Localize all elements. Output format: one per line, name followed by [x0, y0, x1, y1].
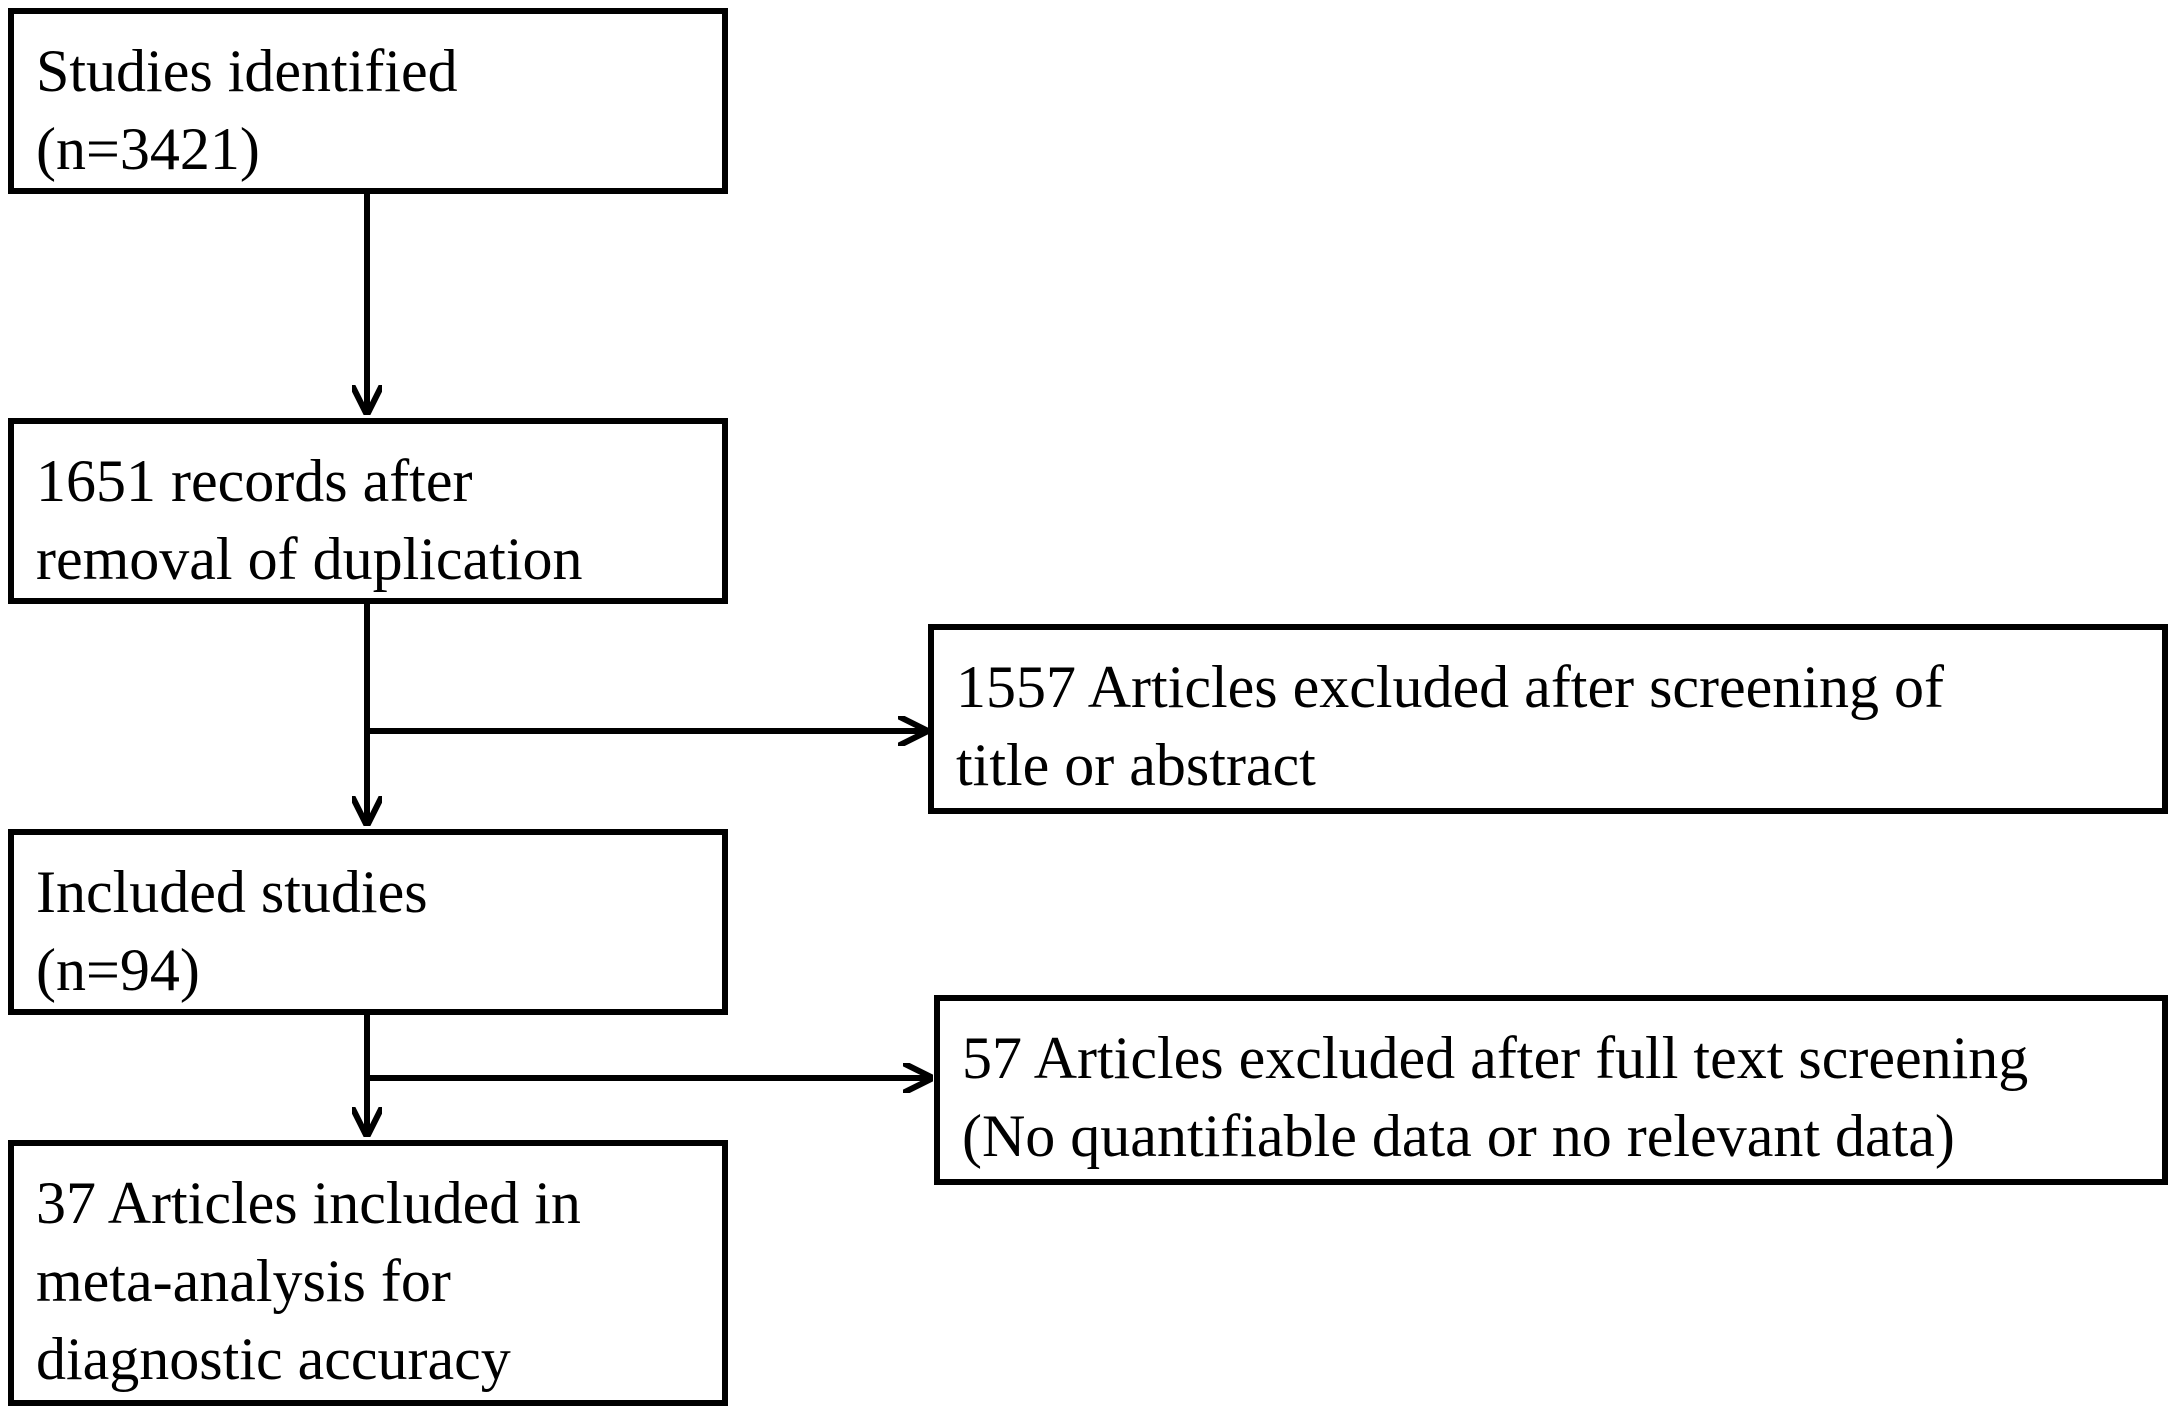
box-line: meta-analysis for [36, 1248, 451, 1314]
box-line: (n=3421) [36, 116, 260, 182]
box-line: diagnostic accuracy [36, 1326, 511, 1392]
box-line: 37 Articles included in [36, 1170, 581, 1236]
box-line: (No quantifiable data or no relevant dat… [962, 1103, 1955, 1169]
box-line: Included studies [36, 859, 428, 925]
box-line: 1651 records after [36, 448, 473, 514]
box-excluded-full-text: 57 Articles excluded after full text scr… [934, 995, 2168, 1185]
box-line: (n=94) [36, 937, 200, 1003]
box-line: 1557 Articles excluded after screening o… [956, 654, 1944, 720]
box-articles-included: 37 Articles included in meta-analysis fo… [8, 1140, 728, 1406]
box-line: Studies identified [36, 38, 458, 104]
box-line: removal of duplication [36, 526, 583, 592]
box-records-after-dedup: 1651 records after removal of duplicatio… [8, 418, 728, 604]
box-excluded-title-abstract: 1557 Articles excluded after screening o… [928, 624, 2168, 814]
box-line: title or abstract [956, 732, 1316, 798]
box-included-studies: Included studies (n=94) [8, 829, 728, 1015]
box-line: 57 Articles excluded after full text scr… [962, 1025, 2029, 1091]
box-studies-identified: Studies identified (n=3421) [8, 8, 728, 194]
